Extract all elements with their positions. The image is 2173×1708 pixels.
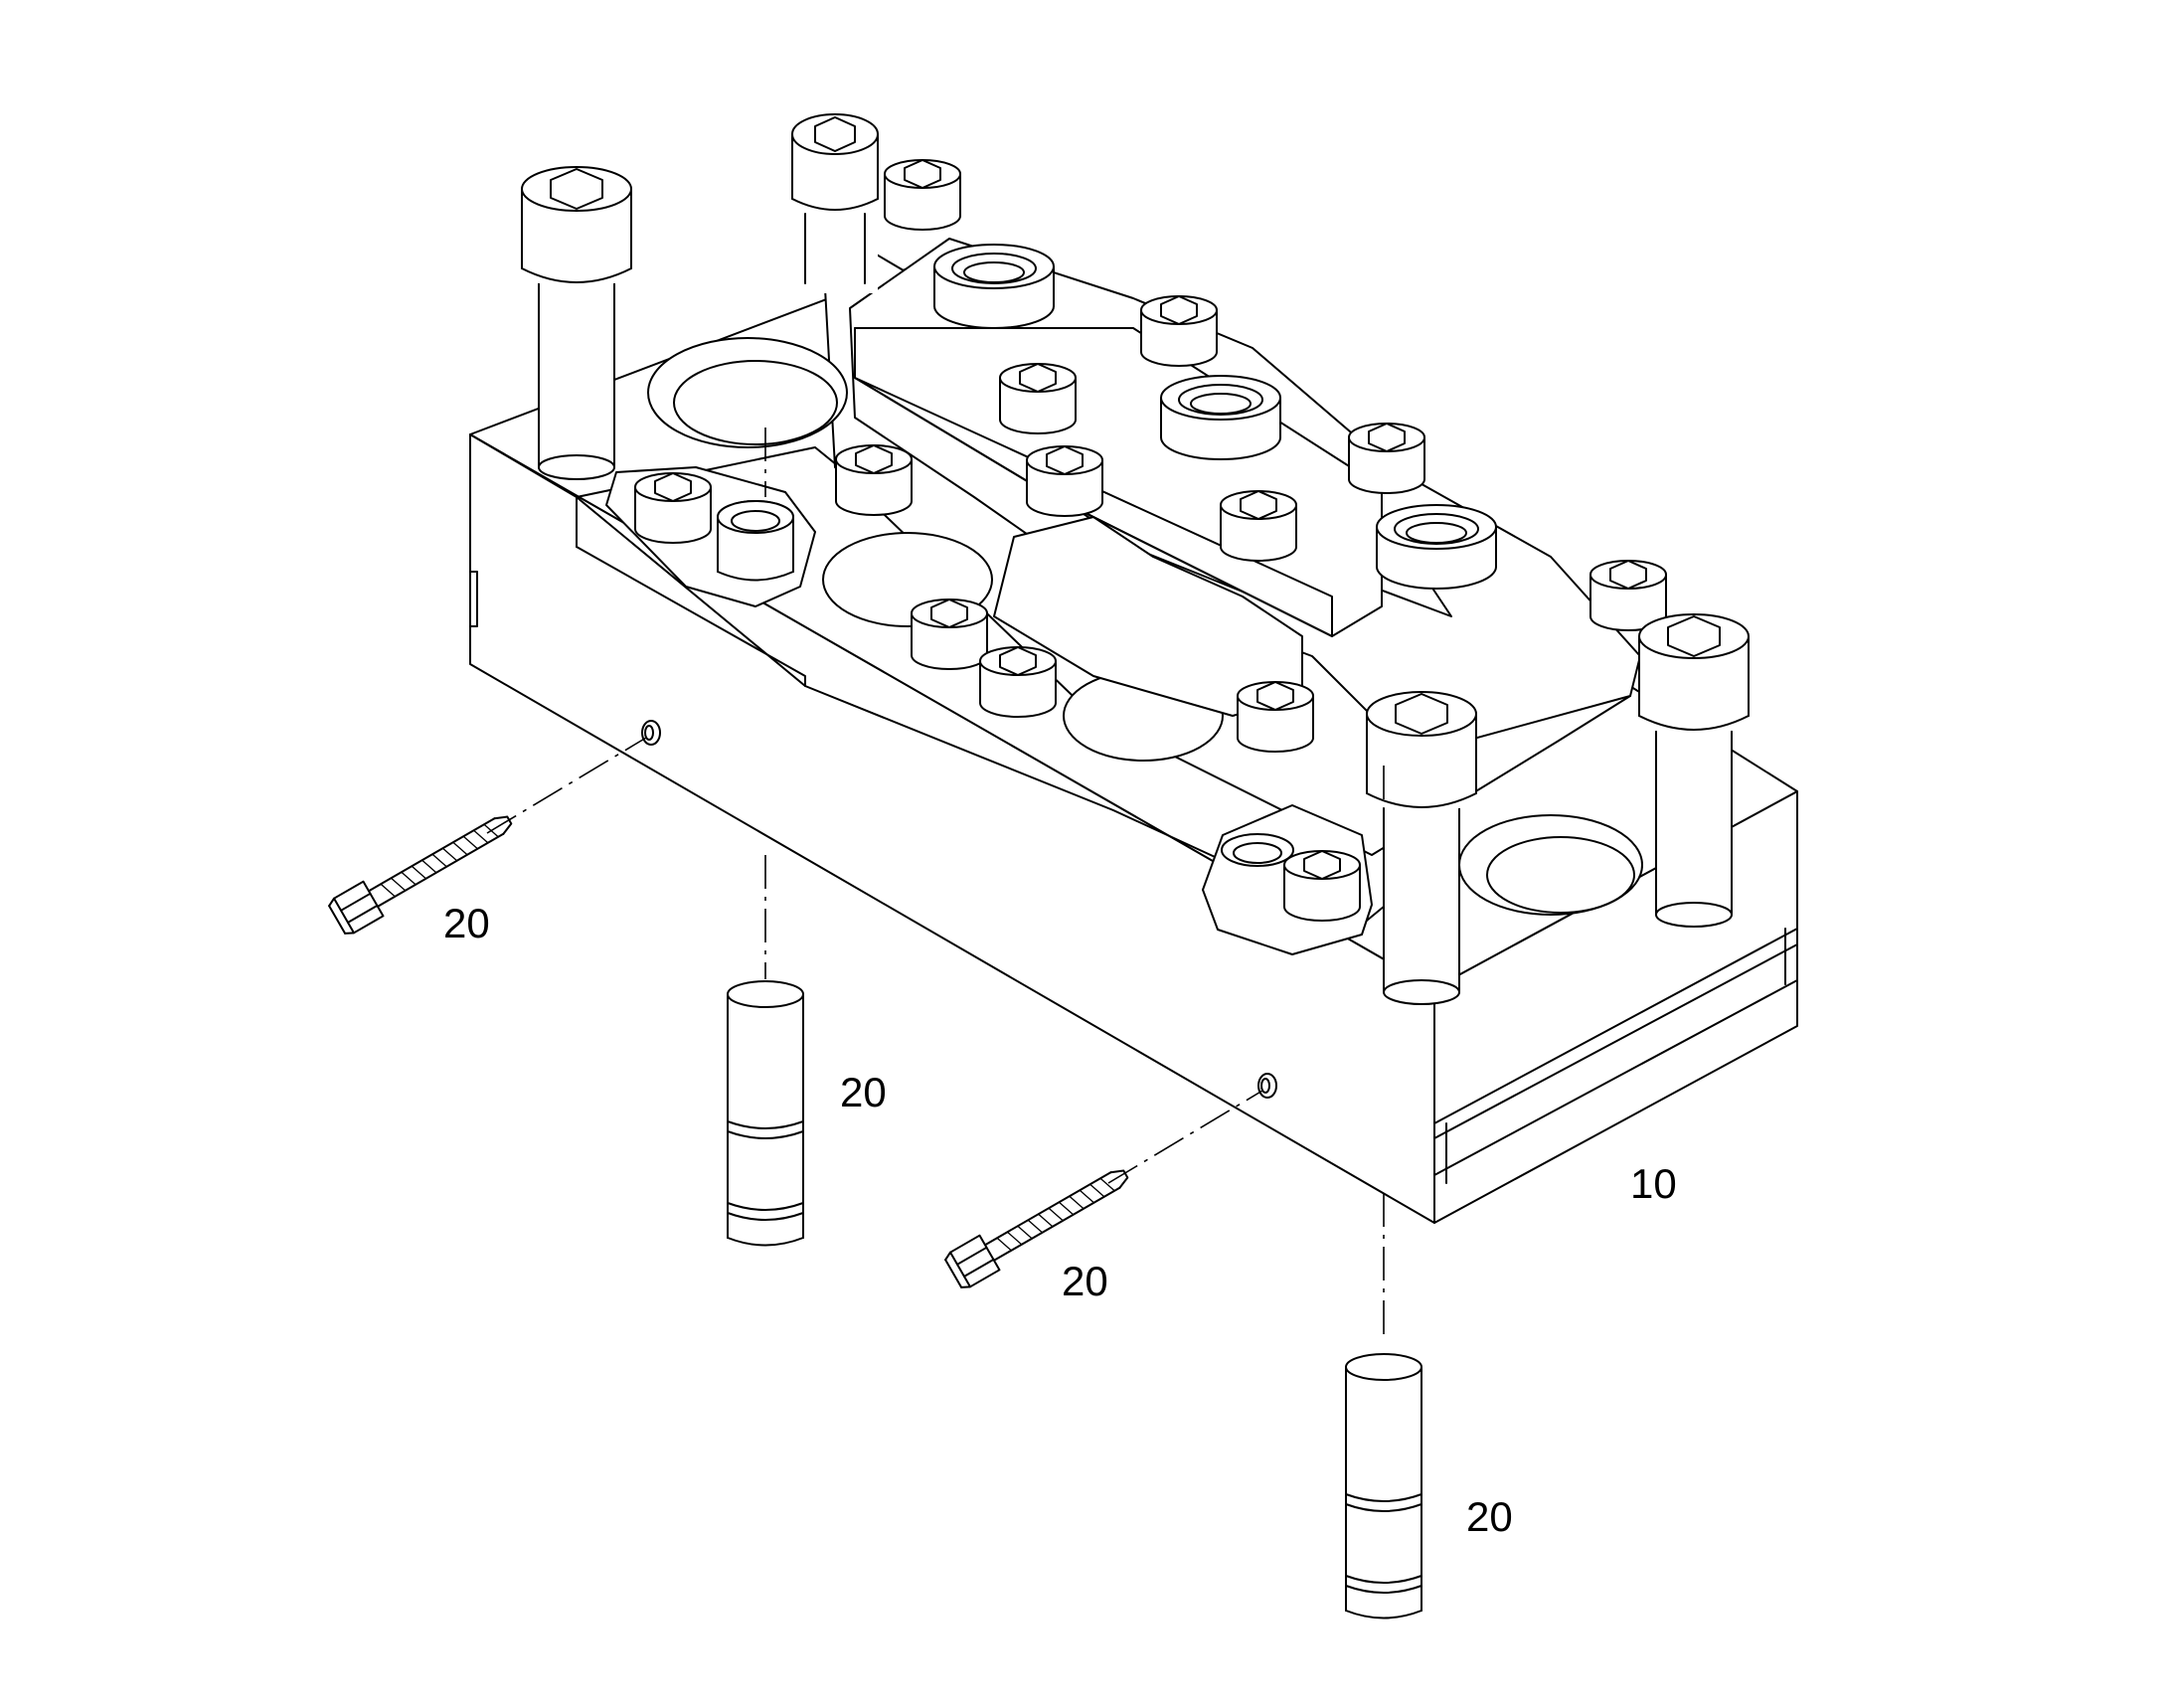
cap-screw: [634, 472, 712, 544]
callout-bolt-left: 20: [443, 900, 490, 946]
cap-screw: [1237, 681, 1314, 753]
cap-screw: [911, 598, 988, 670]
cap-screw: [884, 159, 961, 231]
bushing-3: [1376, 504, 1497, 590]
bushing-2: [1160, 375, 1281, 460]
bushing-1: [933, 244, 1055, 329]
cap-screw: [835, 444, 913, 516]
cap-screw: [1348, 423, 1425, 494]
tall-screw: [1638, 613, 1750, 928]
cap-screw: [1283, 850, 1361, 922]
cap-screw: [979, 646, 1057, 718]
centerline-bolt-right: [1107, 1090, 1263, 1184]
tall-screw-back: [791, 113, 879, 293]
callout-pin-left: 20: [840, 1069, 887, 1115]
cap-screw: [999, 363, 1077, 434]
locating-pin-right: [1345, 1353, 1422, 1620]
cap-screw: [1220, 490, 1297, 562]
callout-bolt-right: 20: [1062, 1258, 1108, 1304]
centerline-bolt-left: [486, 737, 647, 834]
callout-pin-right: 20: [1466, 1493, 1513, 1540]
cap-screw: [1026, 445, 1103, 517]
cap-screw: [1140, 295, 1218, 367]
cap-screw: [1589, 560, 1667, 631]
hex-bolt-left: [326, 801, 521, 939]
callout-base-block: 10: [1630, 1160, 1677, 1207]
locating-pin-left: [727, 980, 804, 1247]
tall-screw: [521, 166, 632, 480]
